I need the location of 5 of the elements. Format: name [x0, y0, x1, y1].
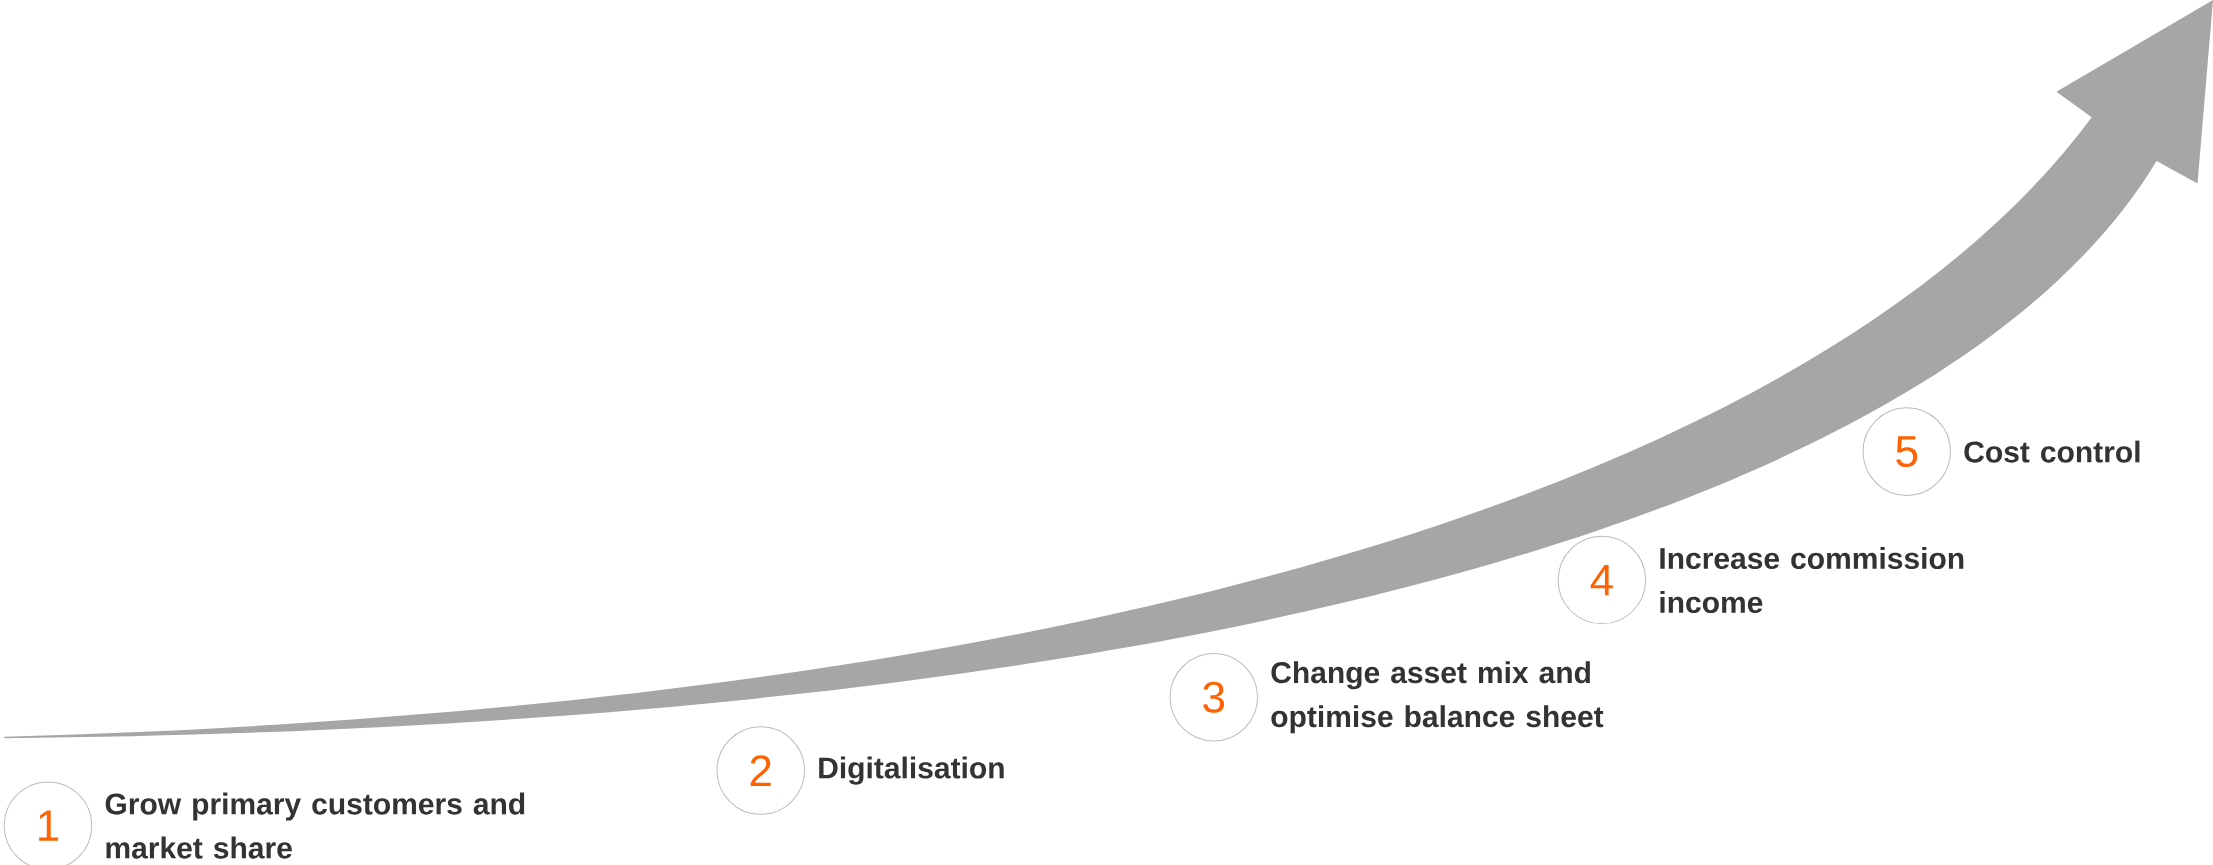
step-label: Grow primary customers and market share: [105, 792, 525, 859]
step-label: Change asset mix and optimise balance sheet: [1271, 661, 1604, 734]
step-label: Cost control: [1964, 440, 2140, 463]
step-label: Increase commission income: [1660, 547, 1964, 614]
step-label: Digitalisation: [819, 756, 1004, 785]
